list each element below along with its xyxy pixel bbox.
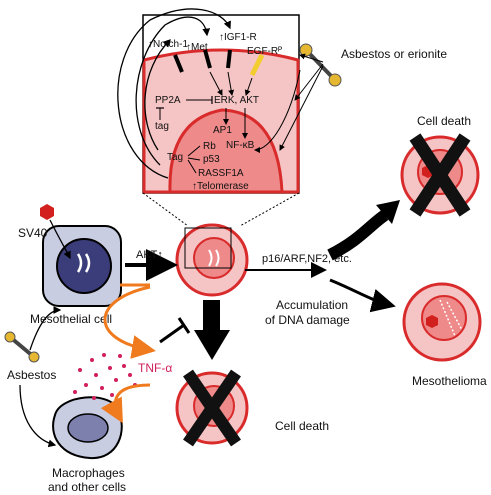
asbestos-erionite-label: Asbestos or erionite bbox=[341, 47, 447, 61]
ap1-label: AP1 bbox=[213, 125, 232, 136]
signaling-inset: ↑Notch-1 ↑Met ↑IGF1-R EGF-Rᴾ PP2A ERK, A… bbox=[117, 8, 301, 194]
rb-label: Rb bbox=[203, 141, 216, 152]
arrow-to-bottom-death bbox=[194, 300, 230, 360]
sv40-virus bbox=[40, 204, 71, 260]
sv40-label: SV40 bbox=[18, 226, 48, 240]
bottom-dead-cell bbox=[175, 369, 249, 447]
mesothelioma-label: Mesothelioma bbox=[412, 374, 487, 388]
asbestos-label: Asbestos bbox=[7, 368, 56, 382]
igf-label: ↑IGF1-R bbox=[219, 32, 257, 43]
asbestos-erionite-fiber bbox=[279, 43, 342, 151]
telomerase-label: ↑Telomerase bbox=[192, 181, 249, 192]
central-cell bbox=[175, 223, 249, 297]
branch-arrow-to-mesothelioma bbox=[329, 278, 396, 313]
pp2a-label: PP2A bbox=[155, 95, 181, 106]
rassf-label: RASSF1A bbox=[198, 168, 244, 179]
erk-label: ERK, AKT bbox=[214, 95, 259, 106]
branch-arrow-to-death bbox=[327, 210, 389, 261]
met-receptor bbox=[203, 49, 212, 69]
egf-label: EGF-Rᴾ bbox=[247, 46, 282, 57]
macrophages-label-line2: and other cells bbox=[48, 480, 126, 494]
tag-small-label: tag bbox=[155, 121, 169, 132]
accum-label-line1: Accumulation bbox=[276, 298, 348, 312]
nfkb-label: NF-κB bbox=[226, 140, 255, 151]
egf-receptor bbox=[249, 53, 265, 77]
tnf-arrow-down bbox=[100, 383, 151, 424]
tnf-inhibit-line bbox=[159, 323, 185, 344]
macrophage bbox=[52, 396, 123, 460]
inset-nucleus bbox=[168, 108, 284, 194]
mesothelial-cell-label: Mesothelial cell bbox=[30, 312, 112, 326]
accum-label-line2: of DNA damage bbox=[265, 313, 350, 327]
notch-receptor bbox=[173, 54, 184, 73]
tag-label: Tag bbox=[167, 152, 183, 163]
akt-label: AKT↑ bbox=[136, 249, 163, 261]
asbestos-fiber-left bbox=[4, 306, 62, 448]
mesothelioma-cell bbox=[402, 282, 482, 362]
p53-label: p53 bbox=[203, 154, 220, 165]
cell-death-bottom-label: Cell death bbox=[275, 419, 329, 433]
igf-receptor bbox=[226, 49, 232, 69]
macrophages-label-line1: Macrophages bbox=[52, 466, 125, 480]
cell-death-top-label: Cell death bbox=[417, 114, 471, 128]
notch-label: ↑Notch-1 bbox=[148, 39, 188, 50]
mesothelial-cell bbox=[42, 225, 122, 307]
tnf-alpha-dots bbox=[73, 353, 137, 400]
top-right-dead-cell bbox=[400, 133, 480, 217]
met-label: ↑Met bbox=[186, 42, 208, 53]
tnf-arrow-up bbox=[103, 285, 156, 359]
p16-label: p16/ARF,NF2, etc. bbox=[262, 253, 352, 265]
tnf-alpha-label: TNF-α bbox=[138, 361, 172, 375]
